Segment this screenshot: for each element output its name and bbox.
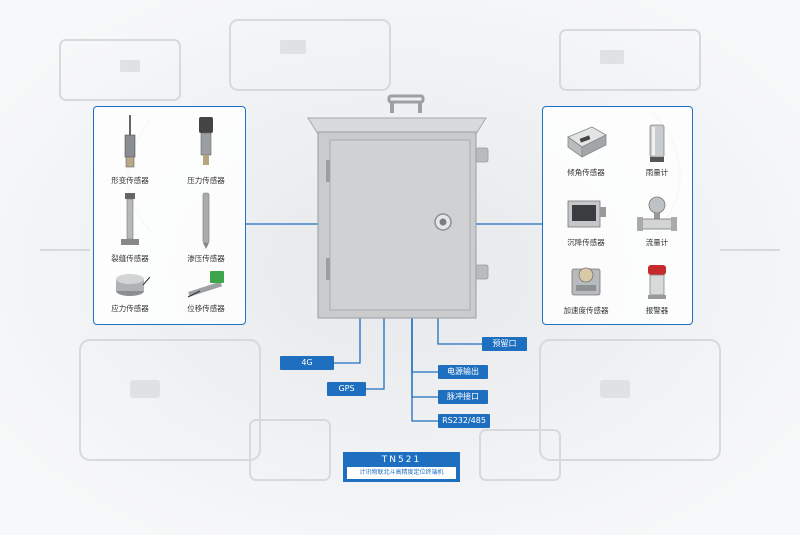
sensor-accel: 加速度传感器 [546,259,626,316]
sensor-label: 报警器 [645,306,669,315]
tag-serial-port: RS232/485 [438,414,490,428]
tag-power-output: 电源输出 [438,365,488,379]
settlement-sensor-icon [567,200,606,228]
sensor-label: 渗压传感器 [187,254,225,263]
hinge-icon [326,258,330,280]
sensor-label: 裂缝传感器 [111,254,149,263]
sensor-displacement: 位移传感器 [166,267,246,314]
tag-pulse-interface: 脉冲接口 [438,390,488,404]
tag-gps: GPS [327,382,366,396]
sensor-rain: 雨量计 [617,121,697,178]
sensor-label: 应力传感器 [111,304,149,313]
displacement-sensor-icon [187,271,224,298]
alarm-icon [648,265,666,299]
flowmeter-icon [637,196,677,231]
sensor-label: 位移传感器 [187,304,225,313]
sensor-label: 雨量计 [645,168,669,177]
hinge-icon [326,160,330,182]
left-sensor-panel: 形变传感器 压力传感器 裂缝传感器 渗压传感器 [93,106,246,325]
device-model: TN521 [381,455,422,465]
accelerometer-icon [571,267,601,296]
strain-sensor-icon [124,115,136,168]
sensor-alarm: 报警器 [617,259,697,316]
sensor-label: 倾角传感器 [567,168,605,177]
sensor-tilt: 倾角传感器 [546,121,626,178]
tag-reserved-port: 预留口 [482,337,527,351]
sensor-crack: 裂缝传感器 [90,191,170,264]
sensor-pressure: 压力传感器 [166,115,246,186]
pressure-sensor-icon [199,117,213,165]
sensor-label: 沉降传感器 [567,238,605,247]
stress-sensor-icon [116,274,150,296]
sensor-settlement: 沉降传感器 [546,193,626,248]
crack-sensor-icon [121,193,139,245]
device-description: 计讯物联北斗高精度定位终端机 [347,467,456,479]
device-model-box: TN521 计讯物联北斗高精度定位终端机 [343,452,460,482]
right-sensor-panel: 倾角传感器 雨量计 沉降传感器 [542,106,693,325]
sensor-seepage: 渗压传感器 [166,191,246,264]
sensor-flow: 流量计 [617,193,697,248]
sensor-label: 形变传感器 [111,176,149,185]
sensor-label: 压力传感器 [187,176,225,185]
rain-gauge-icon [649,124,665,162]
sensor-stress: 应力传感器 [90,267,170,314]
sensor-label: 加速度传感器 [563,306,609,315]
sensor-strain: 形变传感器 [90,115,170,186]
tag-4g: 4G [280,356,334,370]
tilt-sensor-icon [567,126,607,158]
cabinet-handle [387,94,425,113]
sensor-label: 流量计 [645,238,669,247]
seepage-sensor-icon [202,192,210,249]
